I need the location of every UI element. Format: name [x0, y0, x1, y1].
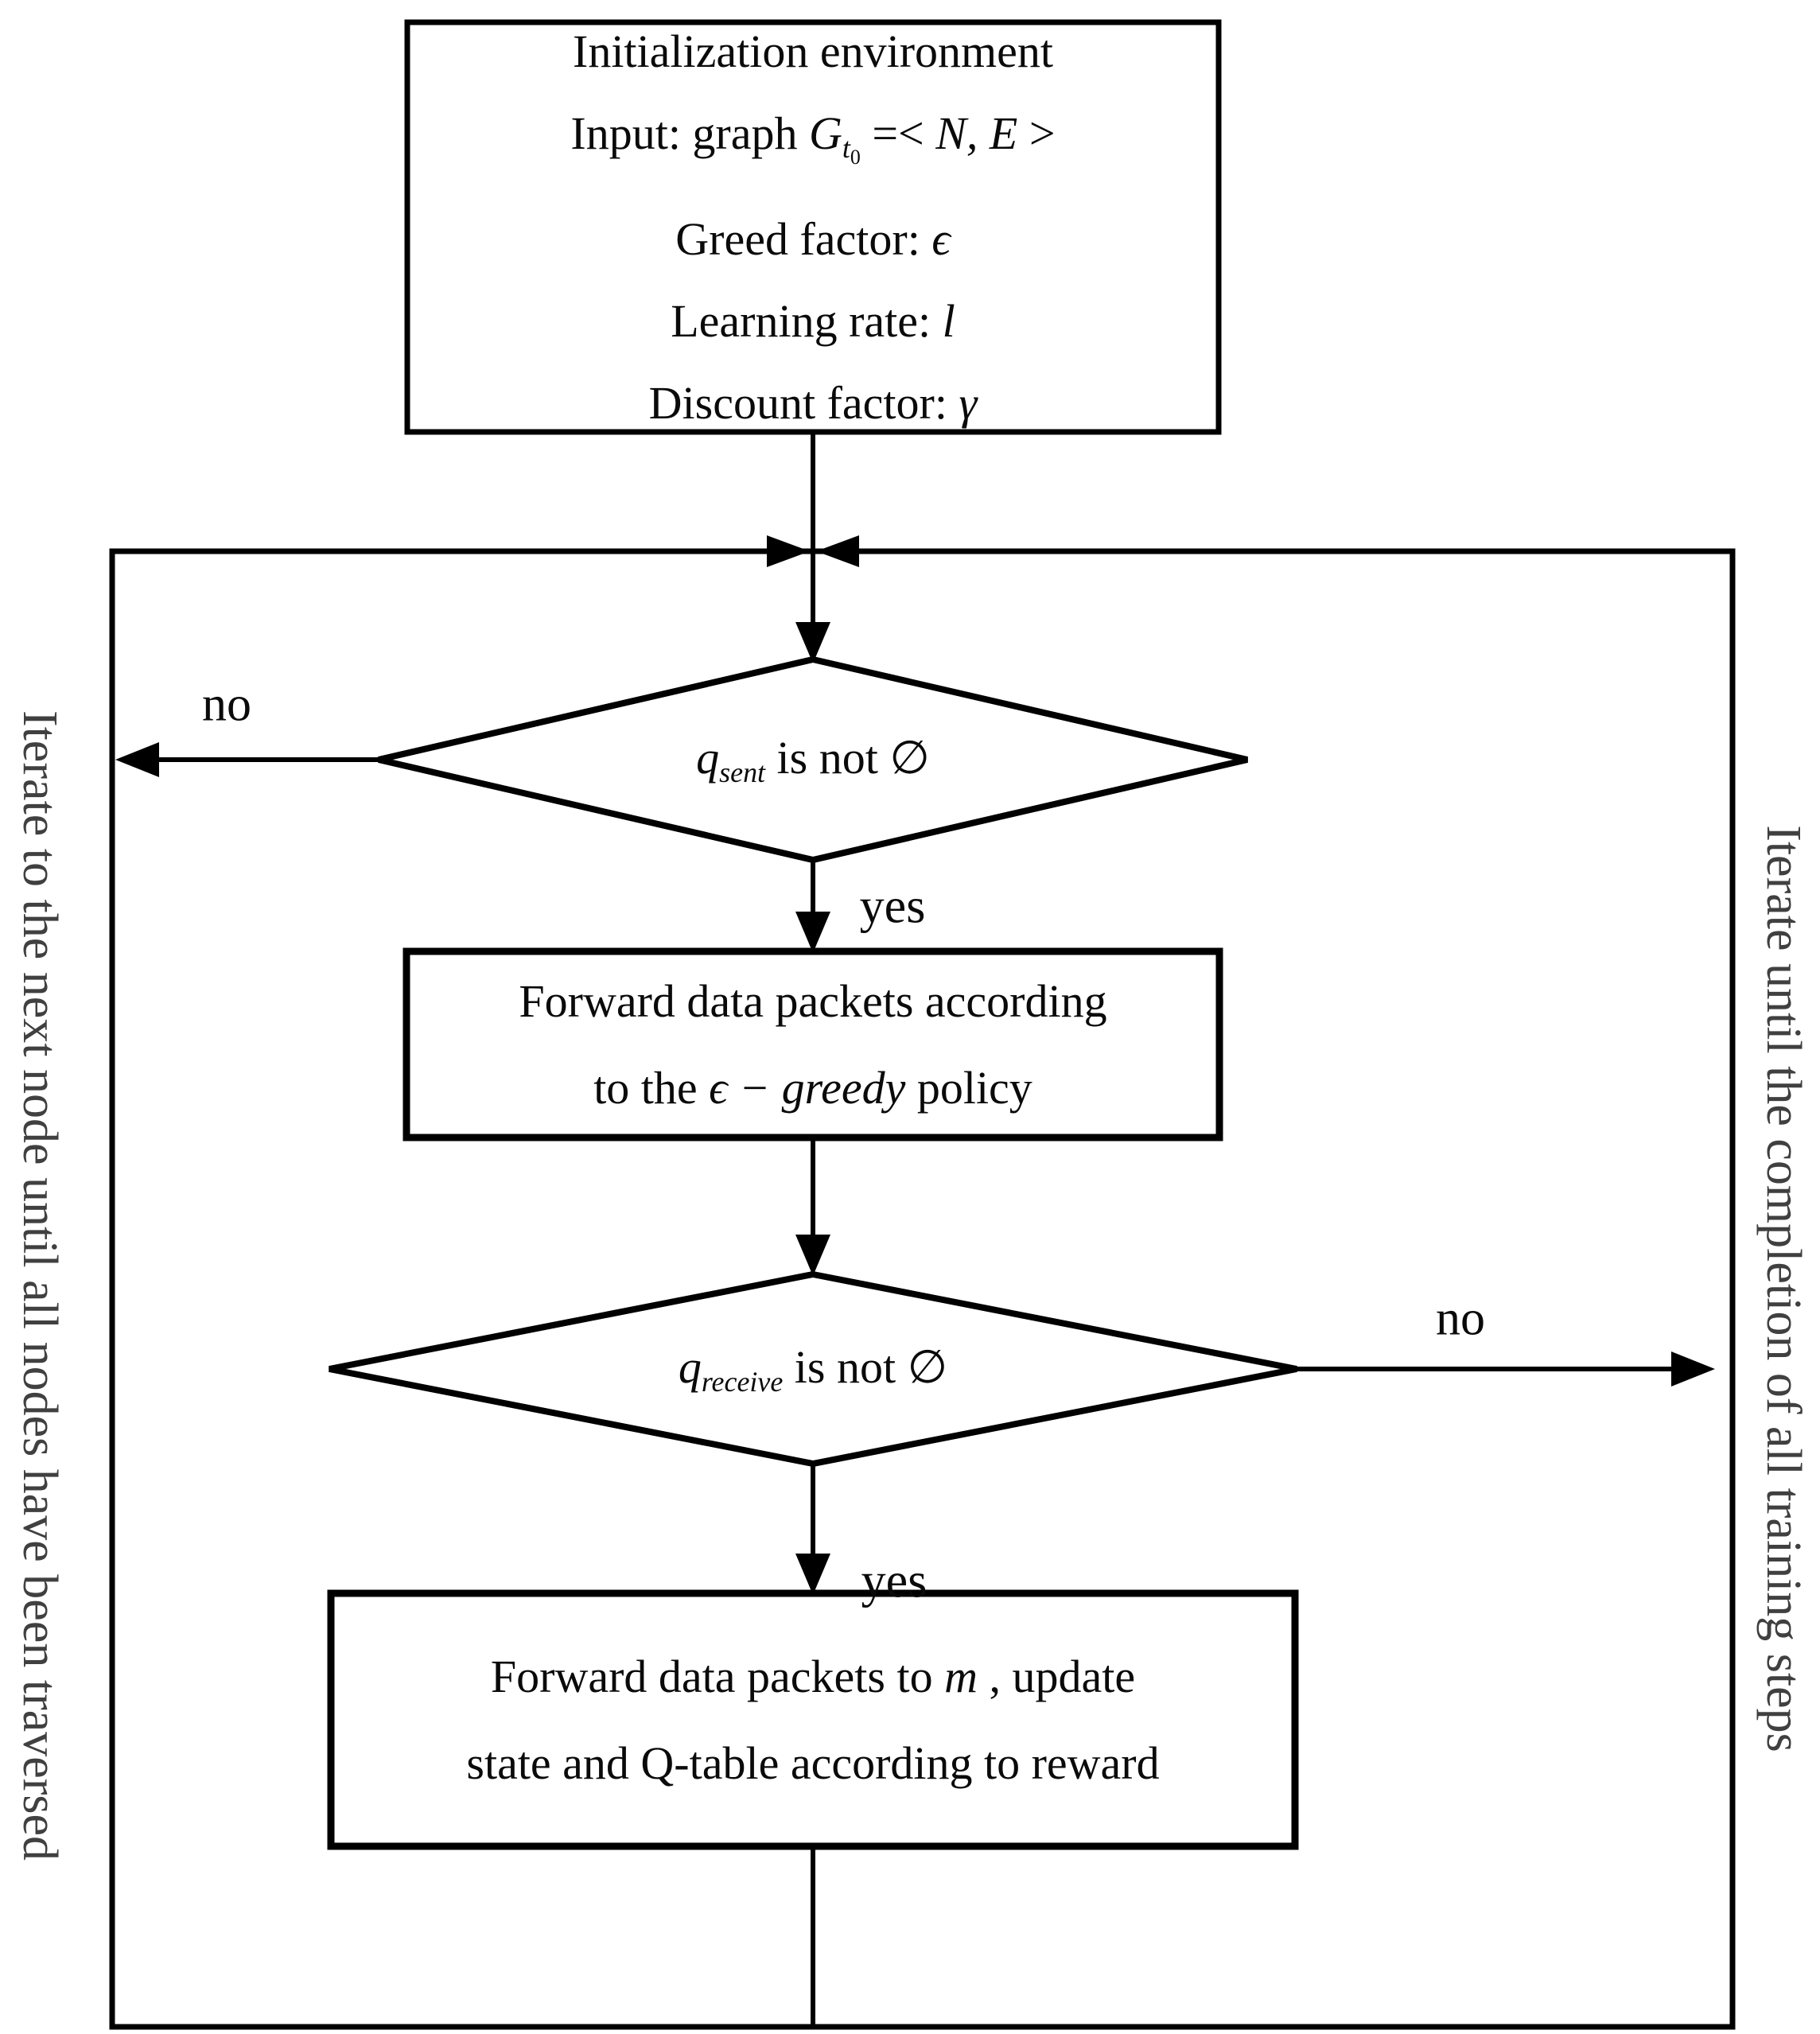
arrowhead-into-decision2 [795, 1235, 830, 1276]
process1-box-shape [402, 947, 1223, 1141]
var-m: m [944, 1651, 978, 1702]
var-q-receive: q [678, 1341, 702, 1394]
process2-line1-post: , update [977, 1651, 1136, 1702]
sub-sent: sent [719, 756, 766, 788]
arrowhead-into-process2 [795, 1554, 830, 1595]
process2-line1-pre: Forward data packets to [490, 1651, 945, 1702]
outer-loop-rect [109, 548, 1736, 2030]
arrowhead-no-left-edge [115, 742, 159, 777]
decision2-diamond-shape [329, 1270, 1297, 1468]
decision2-label: qreceive is not ∅ [679, 1340, 947, 1398]
process1-line2-pre: to the [593, 1062, 710, 1114]
discount-factor-label: Discount factor: [648, 376, 959, 429]
greed-factor-label: Greed factor: [675, 212, 932, 265]
decision1-label: qsent is not ∅ [696, 730, 930, 789]
init-box-shape [404, 19, 1222, 435]
side-note-right: Iterate until the completion of all trai… [1756, 825, 1810, 1752]
edge-label-no-left: no [202, 677, 251, 732]
edge-label-yes-first: yes [859, 879, 926, 934]
process2-line-1: Forward data packets to m , update [331, 1633, 1295, 1720]
init-line-learning: Learning rate: l [407, 280, 1219, 362]
process2-line-2: state and Q-table according to reward [466, 1737, 1160, 1789]
sub-t0: t0 [842, 132, 861, 169]
init-input-gt: > [1017, 107, 1056, 160]
edge-label-yes-second: yes [861, 1554, 928, 1608]
var-G: G [809, 107, 842, 160]
init-input-eq: =< [860, 107, 936, 160]
arrowhead-into-process1 [795, 912, 830, 953]
side-note-left: Iterate to the next node until all nodes… [13, 710, 67, 1861]
process1-line2-post: policy [905, 1062, 1032, 1114]
var-q-sent: q [696, 732, 720, 784]
process1-line-2: to the ϵ − greedy policy [406, 1044, 1219, 1131]
gamma-symbol: γ [959, 376, 978, 429]
sub-zero: 0 [850, 145, 861, 169]
arrowhead-loop-junction-left [767, 535, 810, 567]
arrowhead-loop-junction-right [816, 535, 859, 567]
init-box-text: Initialization environment Input: graph … [407, 22, 1219, 432]
init-line-discount: Discount factor: γ [407, 362, 1219, 444]
epsilon-symbol: ϵ [931, 212, 951, 265]
process2-box-shape [327, 1589, 1299, 1850]
l-symbol: l [942, 294, 955, 347]
var-NE: N, E [935, 107, 1018, 160]
init-input-pre: Input: graph [570, 107, 809, 160]
arrowhead-into-decision1 [795, 622, 830, 663]
init-line-input: Input: graph Gt0 =< N, E > [407, 92, 1219, 198]
init-line-title: Initialization environment [573, 25, 1053, 78]
process1-text: Forward data packets according to the ϵ … [406, 951, 1219, 1138]
process1-line-1: Forward data packets according [519, 975, 1107, 1027]
decision1-condition-text: is not ∅ [765, 732, 930, 784]
process2-text: Forward data packets to m , update state… [331, 1593, 1295, 1846]
var-t: t [842, 132, 850, 165]
decision2-condition-text: is not ∅ [783, 1341, 948, 1394]
edge-label-no-right: no [1436, 1291, 1485, 1346]
epsilon-greedy-term: ϵ − greedy [709, 1062, 906, 1114]
init-line-greed: Greed factor: ϵ [407, 198, 1219, 280]
arrowhead-no-right-edge [1671, 1351, 1715, 1386]
learning-rate-label: Learning rate: [671, 294, 943, 347]
sub-receive: receive [701, 1365, 784, 1398]
decision1-diamond-shape [378, 655, 1248, 864]
